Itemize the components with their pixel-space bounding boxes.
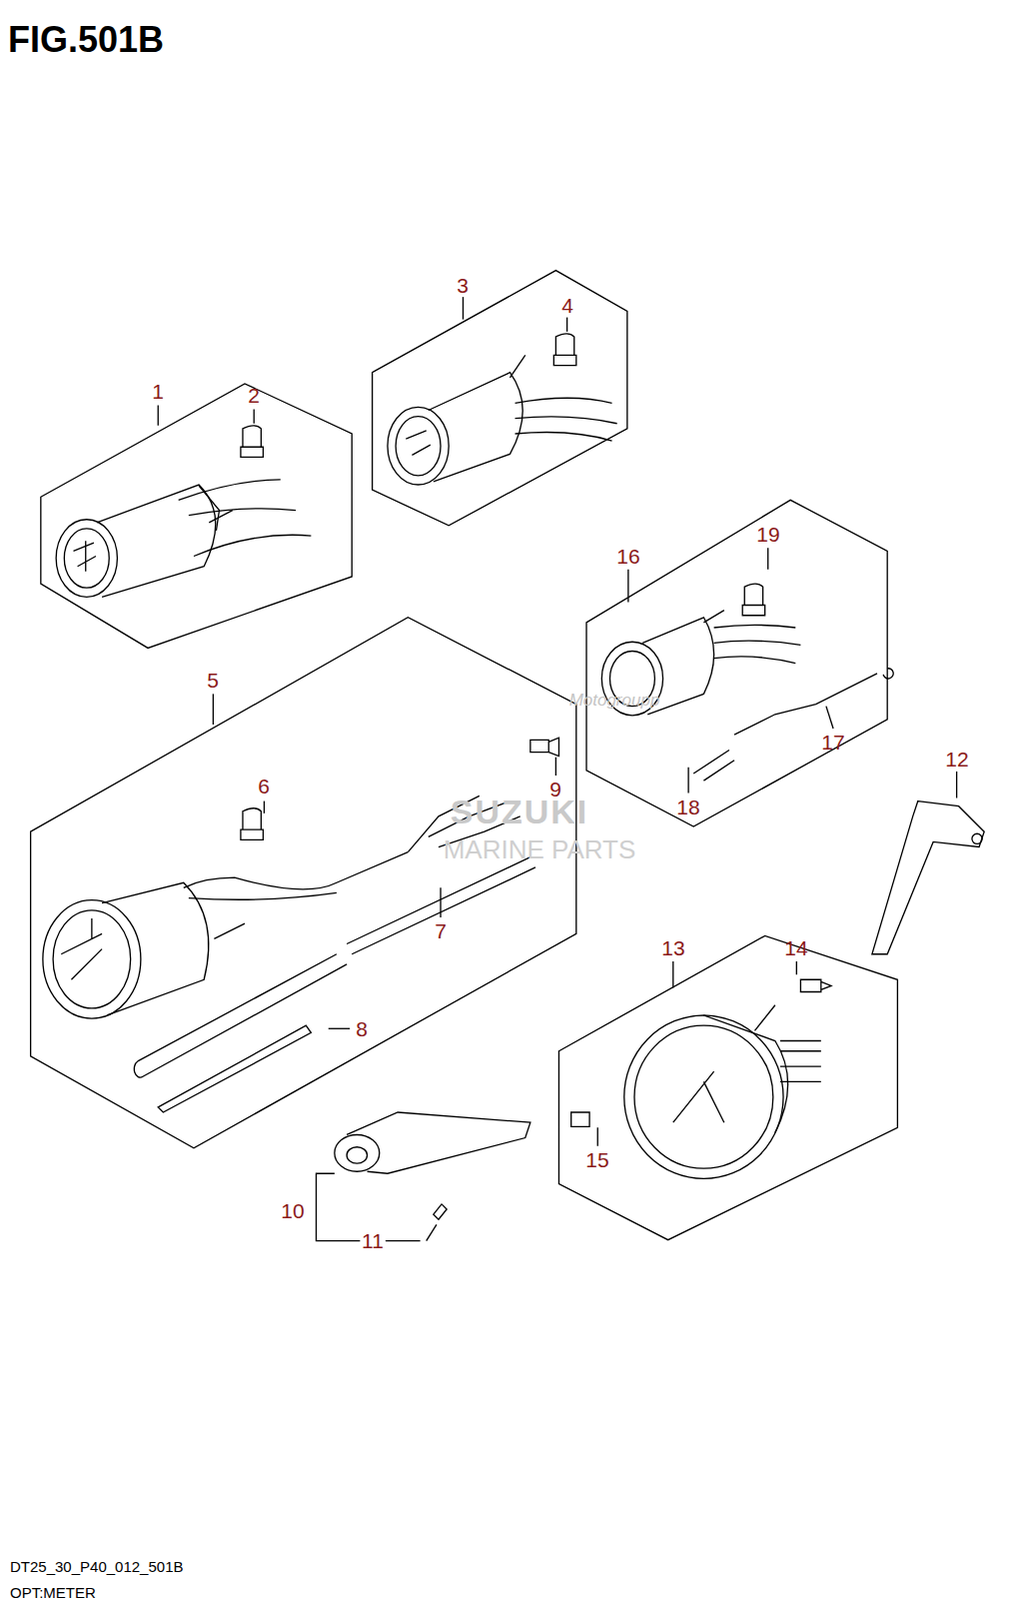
callout-number: 5 [206,669,219,691]
callout-number: 15 [585,1148,609,1170]
callout-number: 8 [355,1018,368,1039]
drawing-code: DT25_30_P40_012_501B [9,1558,183,1574]
callout-number: 4 [561,294,574,316]
callout-number: 6 [257,775,270,797]
callout-number: 14 [784,937,808,959]
callout-number: 7 [434,920,447,942]
watermark: MARINE PARTS [443,836,637,863]
callout-number: 19 [756,523,780,545]
callout-number: 3 [456,274,469,296]
figure-title: FIG.501B [7,21,164,58]
callout-number: 17 [821,731,845,753]
callout-number: 11 [361,1229,384,1251]
figure-caption: OPT:METER [9,1584,96,1600]
callout-number: 10 [280,1199,304,1221]
callout-number: 1 [151,380,164,402]
callout-number: 13 [661,937,685,959]
callout-number: 16 [616,545,640,567]
watermark: Motogroupp [569,691,661,709]
callout-number: 12 [945,748,969,770]
watermark: SUZUKI [450,794,590,829]
callout-number: 18 [676,796,700,818]
callout-number: 2 [247,384,260,406]
